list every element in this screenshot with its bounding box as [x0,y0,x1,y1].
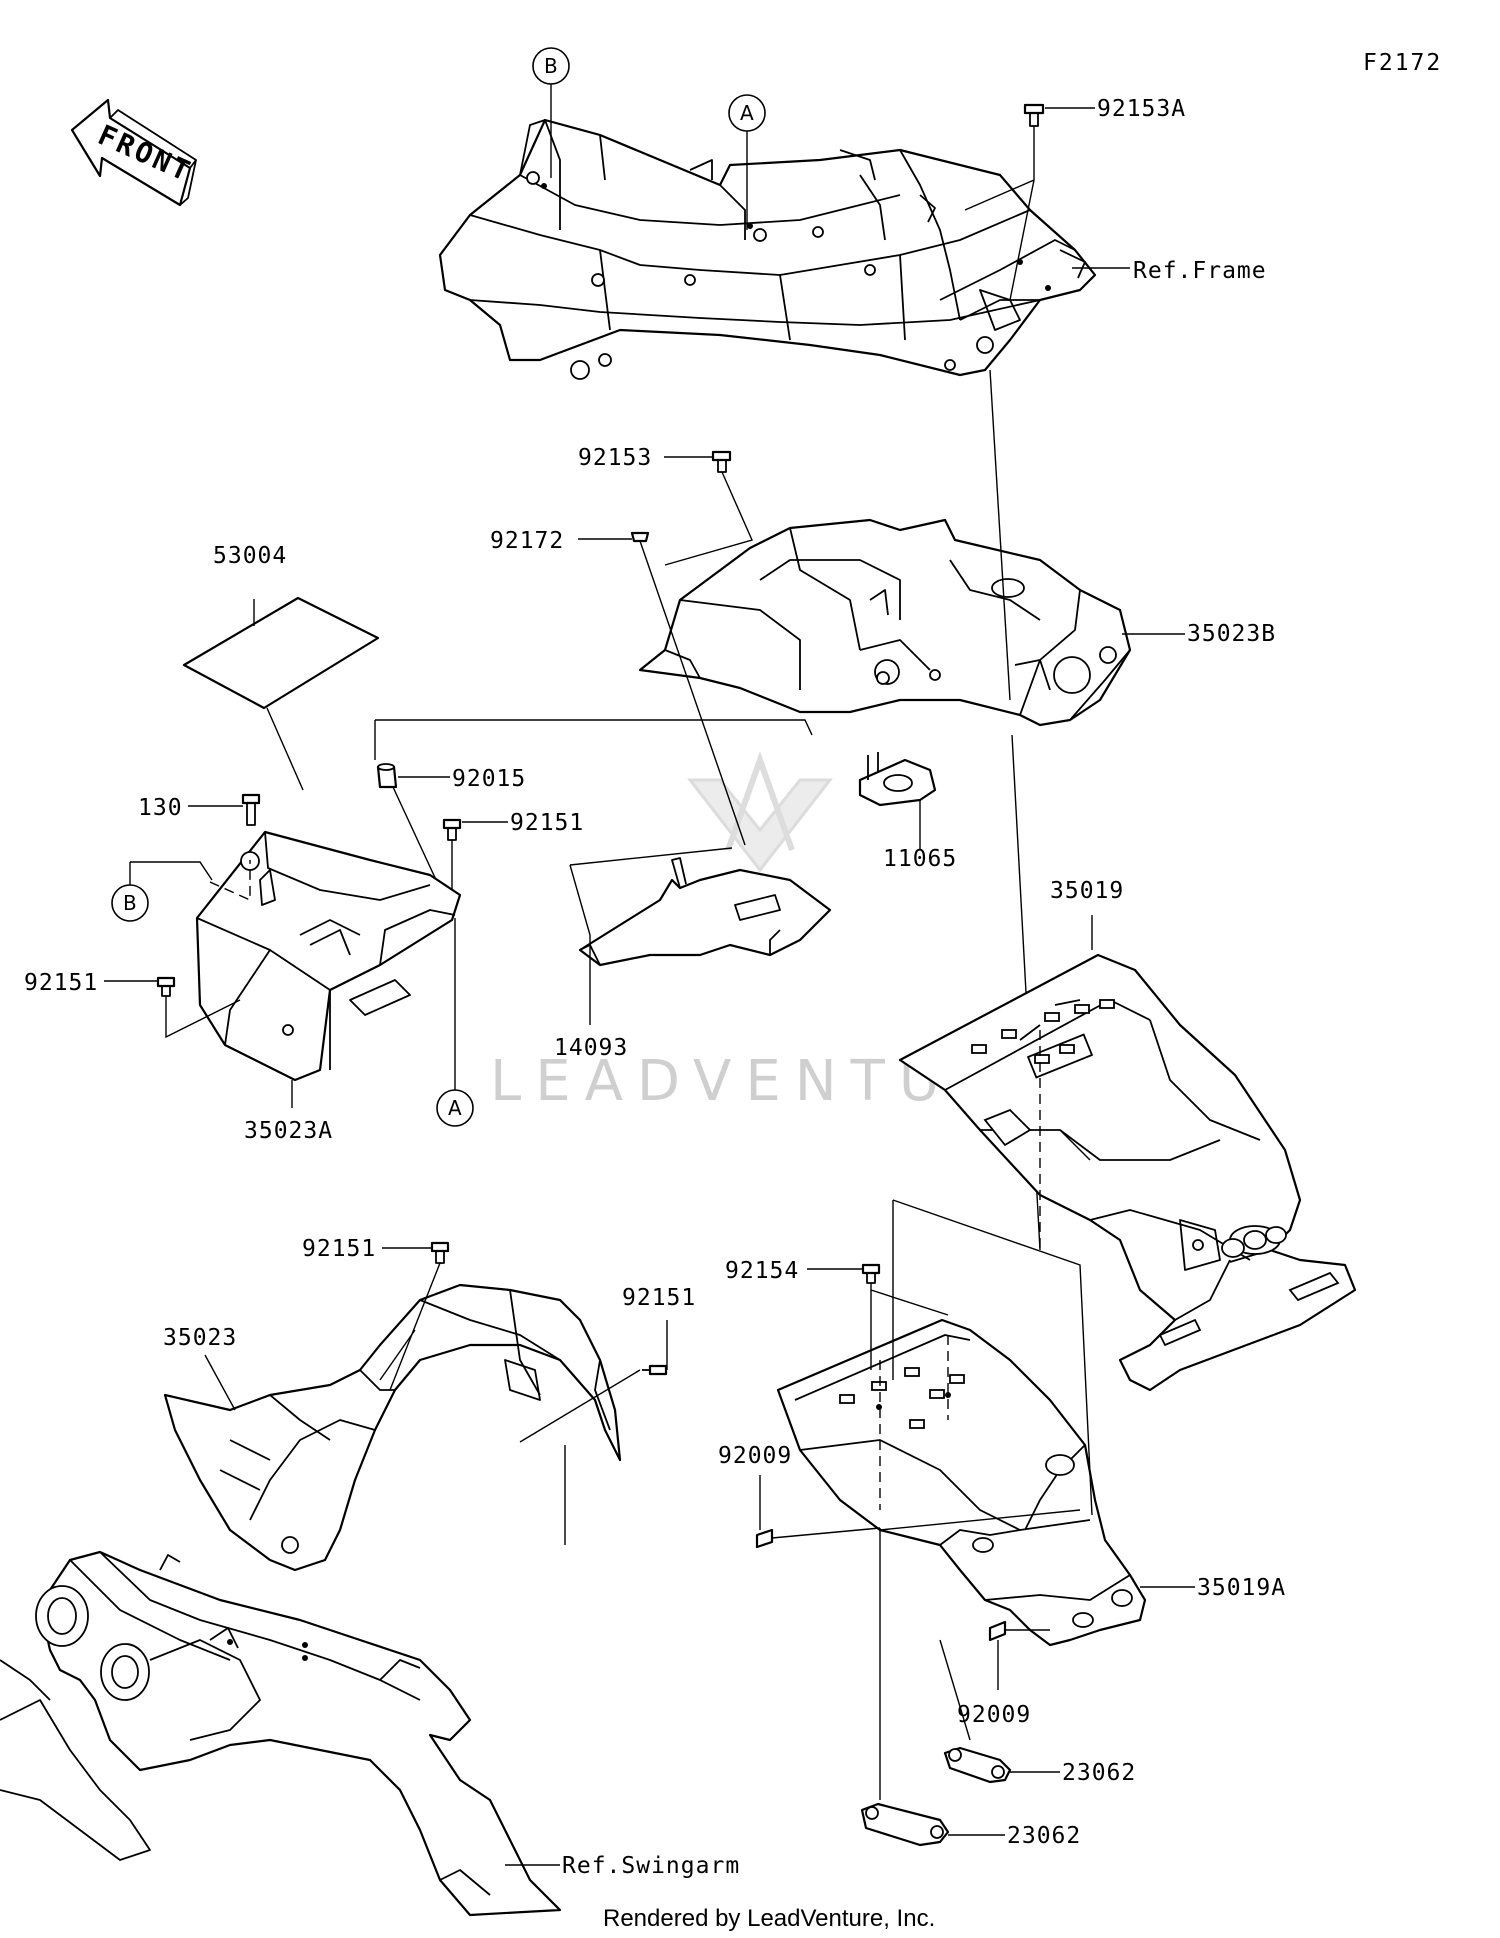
bolt-92151-c [382,1241,450,1391]
ref-b-top: B [532,47,570,178]
bolt-92153A [964,103,1095,301]
front-arrow-icon: FRONT [70,98,197,207]
ref-b-left-label: B [123,891,137,915]
figure-id: F2172 [1363,50,1442,76]
label-ref-frame: Ref.Frame [1133,258,1267,284]
label-92009-b: 92009 [957,1702,1031,1728]
label-53004: 53004 [213,543,287,569]
label-92151-a: 92151 [510,810,584,836]
label-23062-b: 23062 [1007,1823,1081,1849]
part-35019 [898,953,1357,1392]
part-35019A [776,1318,1147,1647]
ref-b-top-label: B [544,54,558,78]
part-53004 [182,596,380,791]
swingarm-reference [0,1550,562,1917]
bolt-92151-a [442,818,508,900]
part-11065 [858,752,937,850]
label-35023B: 35023B [1187,621,1276,647]
label-ref-swingarm: Ref.Swingarm [562,1853,740,1879]
ref-a-top: A [728,94,766,230]
frame-assembly [438,118,1097,380]
label-130: 130 [138,795,183,821]
part-35023A [195,830,462,1082]
label-92154: 92154 [725,1258,799,1284]
label-23062-a: 23062 [1062,1760,1136,1786]
label-92009-a: 92009 [718,1443,792,1469]
ref-a-top-label: A [740,101,754,125]
ref-b-left: B [111,860,251,922]
part-14093 [578,857,832,967]
footer-credit: Rendered by LeadVenture, Inc. [603,1905,935,1932]
bolt-92151-b [104,976,241,1039]
part-23062-a [939,1639,1060,1784]
bolt-92009-a [755,1475,1081,1800]
label-92015: 92015 [452,766,526,792]
part-35023 [163,1283,622,1572]
label-35023A: 35023A [244,1118,333,1144]
label-92151-d: 92151 [622,1285,696,1311]
label-14093: 14093 [554,1035,628,1061]
label-92151-b: 92151 [24,970,98,996]
label-92172: 92172 [490,528,564,554]
label-35023: 35023 [163,1325,237,1351]
part-23062-b [860,1802,1005,1847]
label-92153: 92153 [578,445,652,471]
ref-a-left: A [436,918,474,1127]
label-35019A: 35019A [1197,1575,1286,1601]
bolt-92153 [664,450,753,566]
label-92153A: 92153A [1097,96,1186,122]
label-35019: 35019 [1050,878,1124,904]
label-92151-c: 92151 [302,1236,376,1262]
bolt-130 [188,793,261,826]
part-92172 [578,531,746,846]
bolt-92154 [807,1263,949,1370]
label-11065: 11065 [883,846,957,872]
bolt-92151-d [519,1320,668,1443]
bolt-92009-b [988,1620,1050,1690]
ref-a-left-label: A [448,1096,462,1120]
part-35023B [638,518,1132,727]
